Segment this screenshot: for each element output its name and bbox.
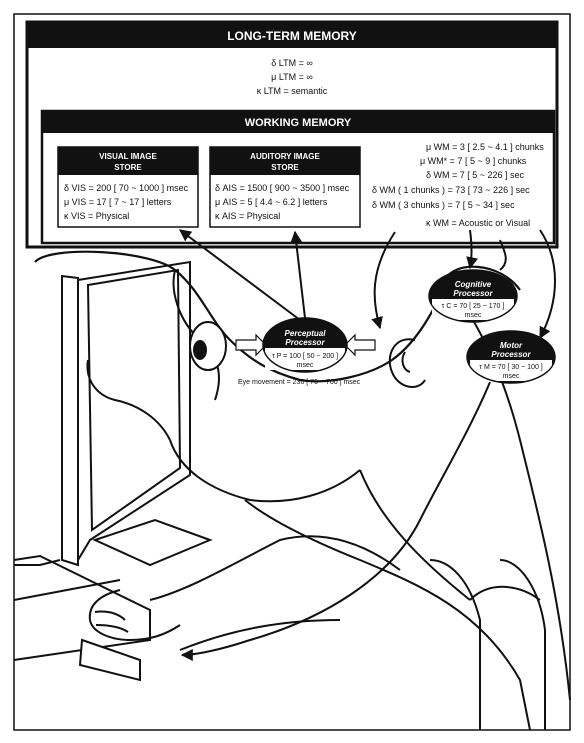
perceptual-name-line1: Perceptual <box>285 329 327 338</box>
aud-param-capacity: μ AIS = 5 [ 4.4 ~ 6.2 ] letters <box>215 197 328 207</box>
arrow-motor-to-hand <box>182 382 490 655</box>
wm-param-3: δ WM ( 1 chunks ) = 73 [ 73 ~ 226 ] sec <box>372 185 530 195</box>
ear-input-arrow <box>345 335 375 355</box>
cognitive-name-line2: Processor <box>453 289 493 298</box>
perceptual-processor-node: Perceptual Processor τ P = 100 [ 50 ~ 20… <box>263 318 347 372</box>
motor-name-line2: Processor <box>491 350 531 359</box>
vis-title-line1: VISUAL IMAGE <box>99 152 157 161</box>
wm-param-0: μ WM = 3 [ 2.5 ~ 4.1 ] chunks <box>426 142 544 152</box>
motor-processor-node: Motor Processor τ M = 70 [ 30 ~ 100 ] ms… <box>467 331 555 383</box>
wm-param-4: δ WM ( 3 chunks ) = 7 [ 5 ~ 34 ] sec <box>372 200 515 210</box>
ltm-param-code: κ LTM = semantic <box>257 86 328 96</box>
ltm-param-decay: δ LTM = ∞ <box>271 58 313 68</box>
eye-movement-label: Eye movement = 230 [ 70 ~ 700 ] msec <box>238 379 361 386</box>
aud-param-code: κ AIS = Physical <box>215 211 280 221</box>
vis-param-code: κ VIS = Physical <box>64 211 129 221</box>
eye-input-arrow <box>236 335 266 355</box>
wm-param-1: μ WM* = 7 [ 5 ~ 9 ] chunks <box>420 156 527 166</box>
perceptual-unit: msec <box>297 362 314 369</box>
arrow-wm-to-cognitive <box>470 230 472 268</box>
cognitive-unit: msec <box>465 312 482 319</box>
wm-param-2: δ WM = 7 [ 5 ~ 226 ] sec <box>426 170 525 180</box>
visual-image-store-box: VISUAL IMAGE STORE δ VIS = 200 [ 70 ~ 10… <box>58 147 198 227</box>
chair-illustration <box>430 560 480 730</box>
monitor-illustration <box>14 262 210 565</box>
wm-param-5: κ WM = Acoustic or Visual <box>426 218 530 228</box>
aud-param-decay: δ AIS = 1500 [ 900 ~ 3500 ] msec <box>215 183 350 193</box>
cognitive-param: τ C = 70 [ 25 ~ 170 ] <box>442 303 505 310</box>
aud-title-line2: STORE <box>271 163 299 172</box>
auditory-image-store-box: AUDITORY IMAGE STORE δ AIS = 1500 [ 900 … <box>210 147 360 227</box>
wm-title: WORKING MEMORY <box>245 117 352 129</box>
motor-param: τ M = 70 [ 30 ~ 100 ] <box>479 364 543 371</box>
motor-unit: msec <box>503 373 520 380</box>
hand-illustration <box>90 590 180 640</box>
vis-param-decay: δ VIS = 200 [ 70 ~ 1000 ] msec <box>64 183 189 193</box>
aud-title-line1: AUDITORY IMAGE <box>250 152 320 161</box>
perceptual-param: τ P = 100 [ 50 ~ 200 ] <box>272 353 338 360</box>
vis-param-capacity: μ VIS = 17 [ 7 ~ 17 ] letters <box>64 197 172 207</box>
nose-outline <box>87 360 170 440</box>
motor-name-line1: Motor <box>500 341 523 350</box>
cognitive-processor-node: Cognitive Processor τ C = 70 [ 25 ~ 170 … <box>429 270 517 322</box>
ltm-param-capacity: μ LTM = ∞ <box>271 72 313 82</box>
vis-title-line2: STORE <box>114 163 142 172</box>
cognitive-name-line1: Cognitive <box>455 280 492 289</box>
perceptual-name-line2: Processor <box>285 338 325 347</box>
ltm-title: LONG-TERM MEMORY <box>227 29 357 43</box>
